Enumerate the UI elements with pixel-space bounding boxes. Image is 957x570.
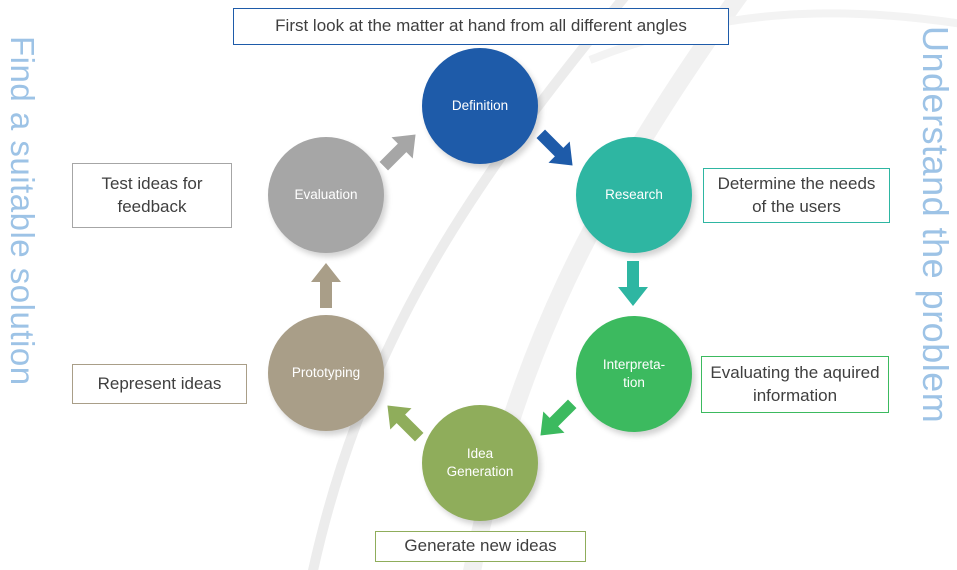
step-label-evaluation: Evaluation — [294, 187, 358, 203]
step-label-research: Research — [605, 187, 663, 203]
step-label-definition: Definition — [451, 98, 509, 114]
note-research: Determine the needs of the users — [703, 168, 890, 223]
arrow-prototyping-to-evaluation-icon — [311, 263, 341, 308]
note-interpretation: Evaluating the aquired information — [701, 356, 889, 413]
arrow-definition-to-research-icon — [536, 129, 573, 166]
step-circle-idea-generation: Idea Generation — [422, 405, 538, 521]
arrow-research-to-interpretation-icon — [618, 261, 648, 306]
note-evaluation-text: Test ideas for feedback — [101, 173, 203, 216]
note-interpretation-text: Evaluating the aquired information — [710, 362, 880, 405]
step-circle-definition: Definition — [422, 48, 538, 164]
step-label-prototyping: Prototyping — [291, 365, 361, 381]
note-prototyping: Represent ideas — [72, 364, 247, 404]
step-circle-evaluation: Evaluation — [268, 137, 384, 253]
arrow-interpretation-to-idea-icon — [540, 399, 577, 436]
side-label-find-solution: Find a suitable solution — [4, 36, 41, 386]
step-label-idea-generation: Idea Generation — [446, 446, 514, 479]
step-label-interpretation: Interpreta- tion — [602, 357, 666, 390]
arrow-evaluation-to-definition-icon — [379, 134, 416, 171]
note-idea-generation: Generate new ideas — [375, 531, 586, 562]
side-label-understand-problem: Understand the problem — [915, 26, 956, 424]
note-research-text: Determine the needs of the users — [717, 173, 876, 216]
note-definition-text: First look at the matter at hand from al… — [275, 16, 687, 36]
arrow-idea-to-prototyping-icon — [387, 405, 424, 442]
step-circle-interpretation: Interpreta- tion — [576, 316, 692, 432]
note-idea-generation-text: Generate new ideas — [404, 536, 557, 556]
note-evaluation: Test ideas for feedback — [72, 163, 232, 228]
step-circle-prototyping: Prototyping — [268, 315, 384, 431]
note-definition: First look at the matter at hand from al… — [233, 8, 729, 45]
note-prototyping-text: Represent ideas — [97, 373, 222, 393]
step-circle-research: Research — [576, 137, 692, 253]
